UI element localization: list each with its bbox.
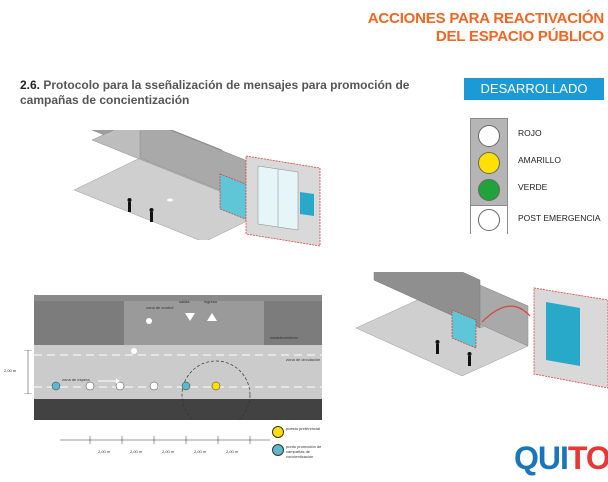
label-waiting-zone: zona de espera xyxy=(62,377,90,382)
wheelchair-icon xyxy=(146,318,152,324)
exit-arrow-icon xyxy=(185,313,195,321)
arrow-icon xyxy=(481,305,531,323)
isometric-storefront-illustration-2 xyxy=(355,272,531,377)
header-title-line-2: DEL ESPACIO PÚBLICO xyxy=(435,28,604,45)
dimension-label-2: 2,00 m xyxy=(130,449,143,454)
lamp-yellow xyxy=(478,152,500,174)
logo-part-2: TO xyxy=(567,440,608,476)
entry-arrow-icon xyxy=(207,313,217,321)
legend-label-preferential: puesto preferencial xyxy=(286,426,321,431)
legend-label-rojo: ROJO xyxy=(518,128,542,138)
wheelchair-icon xyxy=(131,348,137,354)
dimension-label-3: 2,00 m xyxy=(162,449,175,454)
lamp-post-emergency xyxy=(478,209,500,231)
preferential-marker xyxy=(211,381,221,391)
legend-marker-campaign xyxy=(272,444,284,456)
legend-label-amarillo: AMARILLO xyxy=(518,155,561,165)
campaign-marker xyxy=(51,381,61,391)
header-title: ACCIONES PARA REACTIVACIÓN DEL ESPACIO P… xyxy=(274,10,604,46)
dimension-label-5: 2,00 m xyxy=(226,449,239,454)
header-title-line-1: ACCIONES PARA REACTIVACIÓN xyxy=(367,10,604,27)
label-establishment: establecimiento xyxy=(270,335,298,340)
quito-logo: QUITO xyxy=(514,440,608,477)
section-number: 2.6. xyxy=(20,78,41,92)
vertical-dimension-line xyxy=(24,350,32,394)
plan-view-diagram: zona de control salida ingreso estableci… xyxy=(34,295,322,420)
traffic-light-icon xyxy=(470,118,508,234)
logo-part-1: QUI xyxy=(514,440,569,476)
label-exit: salida xyxy=(179,299,190,304)
label-circulation-zone: zona de circulación xyxy=(286,357,321,362)
section-title: Protocolo para la sseñalización de mensa… xyxy=(20,78,410,107)
person-figure xyxy=(128,202,131,212)
label-entry: ingreso xyxy=(204,299,218,304)
window-detail-panel xyxy=(245,155,321,247)
vertical-dimension-label: 2,00 m xyxy=(4,368,17,373)
label-zone-control: zona de control xyxy=(146,305,174,310)
window-panel xyxy=(219,173,249,221)
dimension-label-4: 2,00 m xyxy=(194,449,207,454)
section-heading: 2.6. Protocolo para la sseñalización de … xyxy=(20,78,410,108)
legend-marker-preferential xyxy=(272,426,284,438)
plan-view-graphics xyxy=(34,295,322,420)
person-figure xyxy=(150,212,153,222)
lamp-green xyxy=(478,179,500,201)
lamp-red xyxy=(478,125,500,147)
legend-label-verde: VERDE xyxy=(518,182,548,192)
legend-label-campaign: punto promoción de campañas de concienti… xyxy=(286,444,322,459)
dimension-label-1: 2,00 m xyxy=(98,449,111,454)
horizontal-dimension-line xyxy=(60,436,270,444)
campaign-marker xyxy=(181,381,191,391)
window-detail-panel-2 xyxy=(533,287,608,389)
lamp-divider xyxy=(471,205,507,234)
status-badge: DESARROLLADO xyxy=(464,78,604,100)
legend-label-post-emergencia: POST EMERGENCIA xyxy=(518,213,601,223)
